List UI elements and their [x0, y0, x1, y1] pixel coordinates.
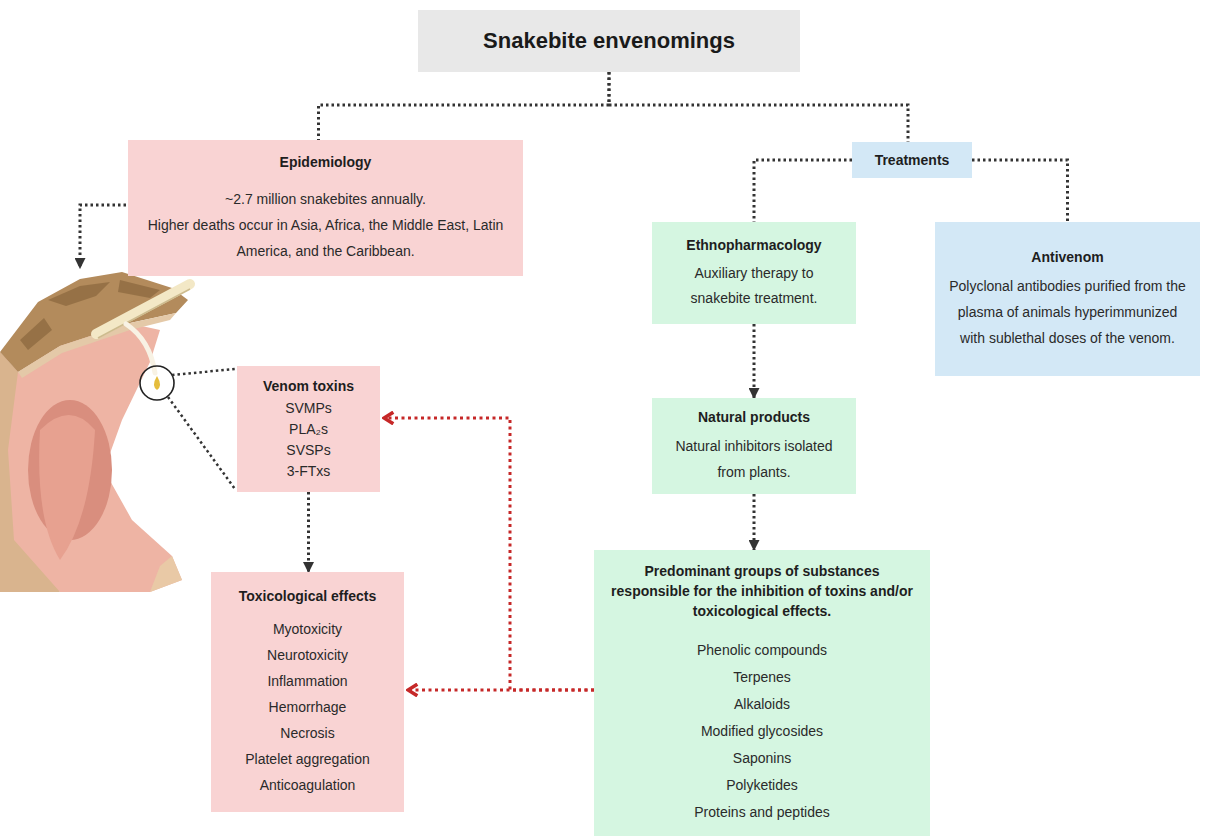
connector: [753, 494, 756, 550]
connector: [609, 72, 908, 142]
list-item: SVSPs: [247, 440, 370, 461]
venom-drop: [154, 376, 160, 390]
box-text: ~2.7 million snakebites annually.: [144, 186, 507, 212]
list-item: Inflammation: [221, 668, 394, 694]
list-box: Toxicological effectsMyotoxicityNeurotox…: [211, 572, 404, 812]
list-item: Modified glycosides: [606, 718, 918, 745]
list-item: Hemorrhage: [221, 694, 394, 720]
list-item: Necrosis: [221, 720, 394, 746]
branch-box: Treatments: [852, 142, 972, 178]
connector: [307, 492, 310, 572]
snake-tongue-sheath: [39, 415, 95, 560]
box-text: Auxiliary therapy to snakebite treatment…: [664, 261, 844, 311]
box-text: Polyclonal antibodies purified from the …: [947, 273, 1188, 351]
diagram-title: Snakebite envenomings: [432, 27, 786, 55]
info-box: AntivenomPolyclonal antibodies purified …: [935, 222, 1200, 376]
box-text: Higher deaths occur in Asia, Africa, the…: [144, 212, 507, 264]
list-item: Myotoxicity: [221, 616, 394, 642]
list-item: Alkaloids: [606, 691, 918, 718]
glass-rod-edge: [98, 289, 190, 338]
box-heading: Antivenom: [947, 247, 1188, 267]
inhibition-arrow: [384, 418, 594, 690]
box-heading: Natural products: [664, 407, 844, 427]
snake-lip: [18, 313, 176, 378]
list-item: Proteins and peptides: [606, 799, 918, 826]
box-heading: Predominant groups of substances respons…: [606, 561, 918, 621]
snake-lower-jaw: [0, 352, 60, 592]
list-item: SVMPs: [247, 398, 370, 419]
glass-rod: [96, 284, 190, 334]
pointer-arrow: [80, 205, 126, 268]
list-item: Neurotoxicity: [221, 642, 394, 668]
list-item: Phenolic compounds: [606, 637, 918, 664]
leader-line: [172, 369, 235, 375]
title-box: Snakebite envenomings: [418, 10, 800, 72]
magnifier-circle: [140, 366, 174, 400]
list-item: Platelet aggregation: [221, 746, 394, 772]
box-heading: Toxicological effects: [221, 586, 394, 606]
connector: [319, 72, 610, 140]
box-heading: Venom toxins: [247, 376, 370, 396]
box-text: Natural inhibitors isolated from plants.: [664, 433, 844, 485]
list-box: Predominant groups of substances respons…: [594, 550, 930, 836]
list-box: Venom toxinsSVMPsPLA₂sSVSPs3-FTxs: [237, 366, 380, 492]
list-item: 3-FTxs: [247, 461, 370, 482]
list-item: Terpenes: [606, 664, 918, 691]
info-box: EthnopharmacologyAuxiliary therapy to sn…: [652, 222, 856, 324]
box-heading: Ethnopharmacology: [664, 235, 844, 255]
list-item: Anticoagulation: [221, 772, 394, 798]
list-item: PLA₂s: [247, 419, 370, 440]
box-heading: Epidemiology: [144, 152, 507, 172]
connector: [754, 160, 852, 222]
connector: [753, 324, 756, 398]
connector: [972, 160, 1068, 222]
leader-line: [168, 397, 235, 489]
list-item: Polyketides: [606, 772, 918, 799]
box-heading: Treatments: [860, 150, 964, 170]
list-item: Saponins: [606, 745, 918, 772]
snake-fang: [126, 324, 155, 373]
snake-lower-lip: [150, 556, 182, 592]
info-box: Natural productsNatural inhibitors isola…: [652, 398, 856, 494]
info-box: Epidemiology ~2.7 million snakebites annu…: [128, 140, 523, 276]
